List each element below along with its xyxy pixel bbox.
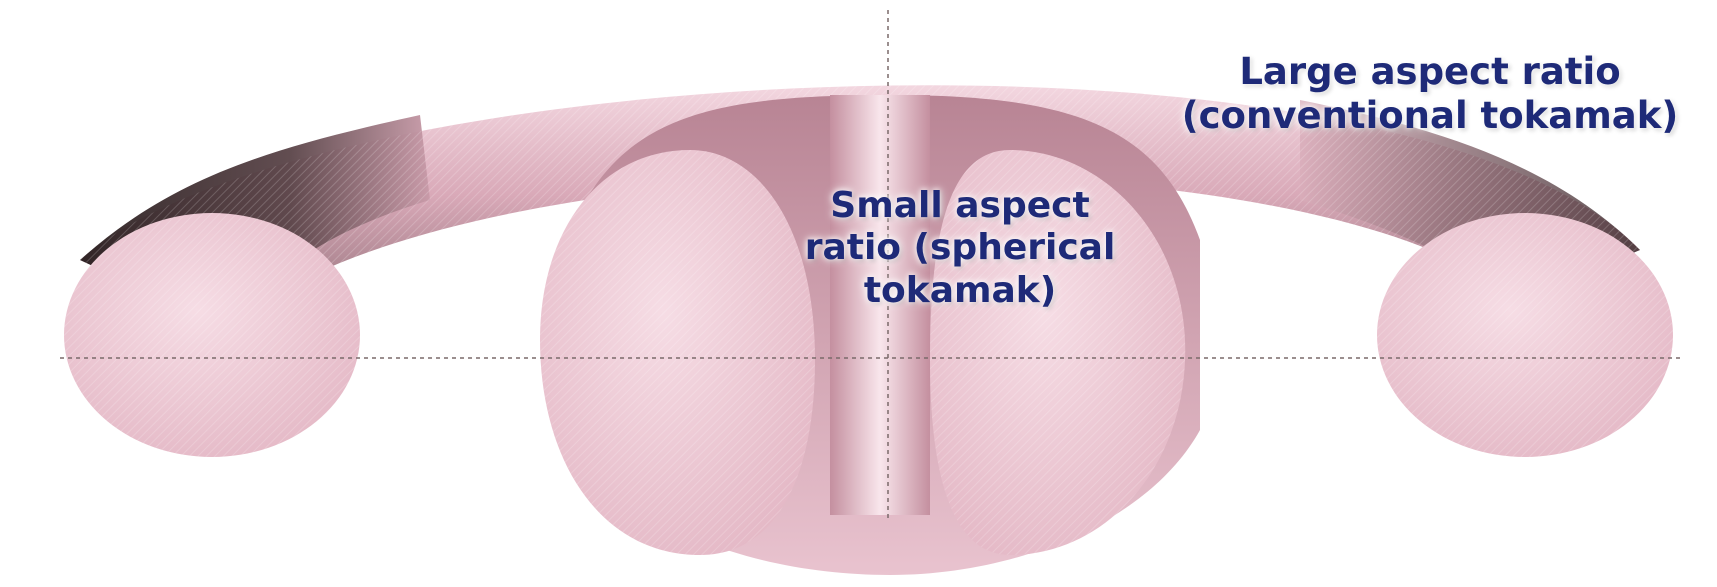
large-aspect-ratio-label: Large aspect ratio (conventional tokamak…: [1130, 50, 1717, 137]
torus-right-hatch: [1377, 213, 1673, 457]
spherical-left-hatch: [540, 150, 815, 555]
large-label-line-1: Large aspect ratio: [1130, 50, 1717, 94]
small-label-line-1: Small aspect: [790, 185, 1130, 227]
large-label-line-2: (conventional tokamak): [1130, 94, 1717, 138]
torus-left-hatch: [64, 213, 360, 457]
spherical-tokamak: [540, 95, 1200, 575]
small-label-line-2: ratio (spherical: [790, 227, 1130, 269]
small-aspect-ratio-label: Small aspect ratio (spherical tokamak): [790, 185, 1130, 312]
small-label-line-3: tokamak): [790, 270, 1130, 312]
